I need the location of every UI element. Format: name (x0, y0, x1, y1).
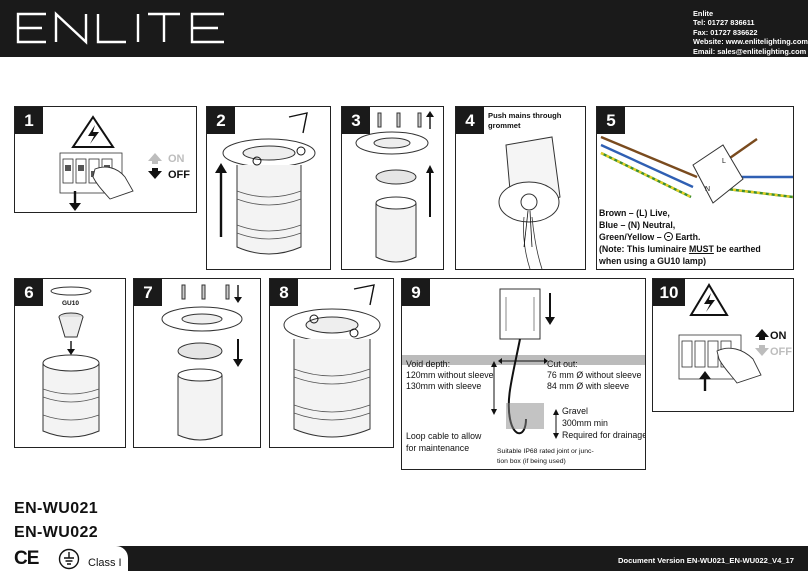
ip68-note-line-2: tion box (if being used) (497, 458, 566, 465)
loop-cable-line-2: for maintenance (406, 443, 470, 453)
wire-blue-text: Blue – (N) Neutral, (599, 220, 676, 230)
lamp-insert-illustration (42, 286, 100, 438)
note-prefix: (Note: This luminaire (599, 244, 689, 254)
gravel-line-2: 300mm min (562, 418, 608, 428)
on-label: ON (168, 153, 185, 165)
note-suffix: be earthed (713, 244, 761, 254)
document-version: Document Version EN-WU021_EN-WU022_V4_17 (618, 556, 794, 565)
caption-line-1: Push mains through (488, 111, 562, 120)
header-bar: Enlite Tel: 01727 836611 Fax: 01727 8366… (0, 0, 808, 57)
step-number: 9 (402, 279, 430, 306)
brand-logo (14, 8, 239, 53)
arrow-up-icon (755, 329, 769, 340)
class-one-earth-icon (58, 548, 80, 570)
cut-out-line-2: 84 mm Ø with sleeve (547, 381, 630, 391)
ip68-note-line-1: Suitable IP68 rated joint or junc- (497, 448, 594, 455)
on-label: ON (770, 330, 787, 342)
step-panel-10: 10 ON OFF (652, 278, 794, 412)
installation-cross-section (402, 288, 645, 439)
cut-out-heading: Cut out: (547, 359, 578, 369)
step-number: 2 (207, 107, 235, 134)
fitting-reassembly-illustration (161, 284, 243, 441)
cut-out-line-1: 76 mm Ø without sleeve (547, 370, 642, 380)
caption-line-2: grommet (488, 121, 521, 130)
ce-mark-icon: CE (14, 548, 39, 569)
class-label: Class I (88, 557, 122, 569)
loop-cable-line-1: Loop cable to allow (406, 431, 482, 441)
step-number: 8 (270, 279, 298, 306)
step-number: 4 (456, 107, 484, 134)
step-panel-2: 2 (206, 106, 331, 270)
step-number: 6 (15, 279, 43, 306)
step-panel-9: 9 Void depth: 120mm without sleeve 130mm… (401, 278, 646, 470)
step-panel-1: 1 ON OFF (14, 106, 197, 213)
step-panel-4: 4 Push mains through grommet (455, 106, 586, 270)
arrow-up-icon (148, 153, 162, 164)
contact-block: Enlite Tel: 01727 836611 Fax: 01727 8366… (693, 9, 808, 56)
fitting-removal-illustration (215, 112, 316, 255)
wire-brown-text: Brown – (L) Live, (599, 208, 670, 218)
step-number: 7 (134, 279, 162, 306)
model-number-1: EN-WU021 (14, 500, 99, 517)
electrical-hazard-icon (689, 283, 729, 316)
step-number: 10 (653, 279, 685, 306)
company-name: Enlite (693, 9, 714, 18)
arrow-down-icon (148, 168, 162, 179)
arrow-down-icon (755, 345, 769, 356)
gravel-line-1: Gravel (562, 406, 588, 416)
email[interactable]: Email: sales@enlitelighting.com (693, 46, 807, 56)
note-must: MUST (688, 244, 714, 254)
fax: Fax: 01727 836622 (693, 27, 758, 37)
wire-earth-prefix: Green/Yellow – (599, 232, 665, 242)
step-panel-7: 7 (133, 278, 261, 448)
earth-symbol-icon (664, 232, 674, 241)
wiring-illustration (600, 135, 793, 204)
telephone: Tel: 01727 836611 (693, 18, 755, 28)
wire-earth-suffix: Earth. (673, 232, 701, 242)
gravel-line-3: Required for drainage (562, 430, 646, 440)
void-depth-line-2: 130mm with sleeve (406, 381, 482, 391)
step-number: 1 (15, 107, 43, 134)
footer-bar (0, 546, 808, 571)
void-depth-line-1: 120mm without sleeve (406, 370, 494, 380)
void-depth-heading: Void depth: (406, 359, 451, 369)
earth-note-line-1: (Note: This luminaire MUST be earthed (599, 244, 761, 255)
step-panel-6: 6 GU10 (14, 278, 126, 448)
terminal-l-label: L (722, 158, 726, 165)
step-number: 5 (597, 107, 625, 134)
gu10-label: GU10 (62, 300, 79, 307)
website[interactable]: Website: www.enlitelighting.com (693, 37, 808, 47)
fitting-disassembly-illustration (355, 111, 434, 263)
terminal-n-label: N (705, 186, 711, 193)
off-label: OFF (770, 346, 792, 358)
wire-earth-text: Green/Yellow – Earth. (599, 232, 700, 243)
step-panel-8: 8 (269, 278, 394, 448)
grommet-illustration (498, 136, 561, 269)
electrical-hazard-icon (71, 115, 115, 148)
breaker-off-illustration (59, 115, 162, 211)
off-label: OFF (168, 169, 190, 181)
breaker-on-illustration (678, 283, 769, 391)
step-panel-3: 3 (341, 106, 444, 270)
earth-note-line-2: when using a GU10 lamp) (599, 256, 707, 266)
model-number-2: EN-WU022 (14, 524, 99, 541)
fitting-tighten-illustration (283, 284, 381, 438)
brand-logo-wordmark (16, 11, 224, 45)
step-panel-5: 5 N L Brown – (L) Live, Blue – (N) Neutr… (596, 106, 794, 270)
step-number: 3 (342, 107, 370, 134)
